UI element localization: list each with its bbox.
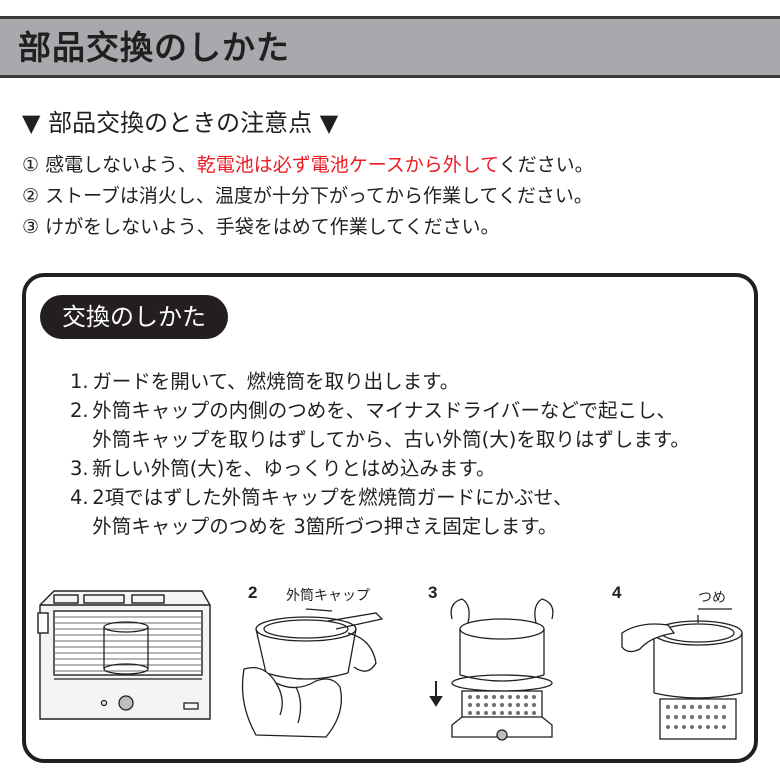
procedure-steps: 1. ガードを開いて、燃焼筒を取り出します。 2. 外筒キャップの内側のつめを、… xyxy=(70,367,690,541)
page-title: 部品交換のしかた xyxy=(18,28,290,67)
step-text: 2項ではずした外筒キャップを燃焼筒ガードにかぶせ、 xyxy=(92,486,573,509)
precaution-item: ① 感電しないよう、乾電池は必ず電池ケースから外してください。 xyxy=(22,150,594,181)
precaution-item: ② ストーブは消火し、温度が十分下がってから作業してください。 xyxy=(22,181,594,212)
outer-cap-label: 外筒キャップ xyxy=(286,588,370,604)
procedure-step: 1. ガードを開いて、燃焼筒を取り出します。 xyxy=(70,367,690,396)
step-number: 1. xyxy=(70,370,89,393)
procedure-step-continued: 外筒キャップのつめを 3箇所づつ押さえ固定します。 xyxy=(70,512,690,541)
figure-3-number: 3 xyxy=(428,583,438,602)
procedure-panel: 交換のしかた 1. ガードを開いて、燃焼筒を取り出します。 2. 外筒キャップの… xyxy=(22,273,758,763)
figure-4-number: 4 xyxy=(612,583,622,602)
precaution-text-tail: ください。 xyxy=(498,154,594,176)
precaution-text: ② ストーブは消火し、温度が十分下がってから作業してください。 xyxy=(22,185,593,207)
header-bar: 部品交換のしかた xyxy=(0,16,780,78)
procedure-step-continued: 外筒キャップを取りはずしてから、古い外筒(大)を取りはずします。 xyxy=(70,425,690,454)
procedure-step: 4. 2項ではずした外筒キャップを燃焼筒ガードにかぶせ、 xyxy=(70,483,690,512)
step-text: 外筒キャップのつめを 3箇所づつ押さえ固定します。 xyxy=(92,515,558,538)
step-text: 新しい外筒(大)を、ゆっくりとはめ込みます。 xyxy=(92,457,496,480)
cap-fix-illustration xyxy=(621,608,743,740)
step-text: ガードを開いて、燃焼筒を取り出します。 xyxy=(92,370,460,393)
step-text: 外筒キャップを取りはずしてから、古い外筒(大)を取りはずします。 xyxy=(92,428,690,451)
step-number: 2. xyxy=(70,399,89,422)
heater-illustration xyxy=(37,590,211,720)
step-text: 外筒キャップの内側のつめを、マイナスドライバーなどで起こし、 xyxy=(92,399,677,422)
outer-tube-insert-illustration xyxy=(429,598,554,741)
precaution-text: ③ けがをしないよう、手袋をはめて作業してください。 xyxy=(22,216,500,238)
precaution-warning: 乾電池は必ず電池ケースから外して xyxy=(196,154,499,176)
figure-2-number: 2 xyxy=(248,583,258,602)
procedure-step: 2. 外筒キャップの内側のつめを、マイナスドライバーなどで起こし、 xyxy=(70,396,690,425)
precaution-text: ① 感電しないよう、 xyxy=(22,154,197,176)
procedure-title: 交換のしかた xyxy=(40,295,228,339)
precautions-list: ① 感電しないよう、乾電池は必ず電池ケースから外してください。 ② ストーブは消… xyxy=(22,150,594,243)
step-number: 3. xyxy=(70,457,89,480)
claw-label: つめ xyxy=(698,590,726,606)
procedure-step: 3. 新しい外筒(大)を、ゆっくりとはめ込みます。 xyxy=(70,454,690,483)
precautions-heading: ▼ 部品交換のときの注意点 ▼ xyxy=(22,109,339,137)
cap-removal-illustration xyxy=(241,608,384,738)
step-number: 4. xyxy=(70,486,89,509)
precaution-item: ③ けがをしないよう、手袋をはめて作業してください。 xyxy=(22,212,594,243)
